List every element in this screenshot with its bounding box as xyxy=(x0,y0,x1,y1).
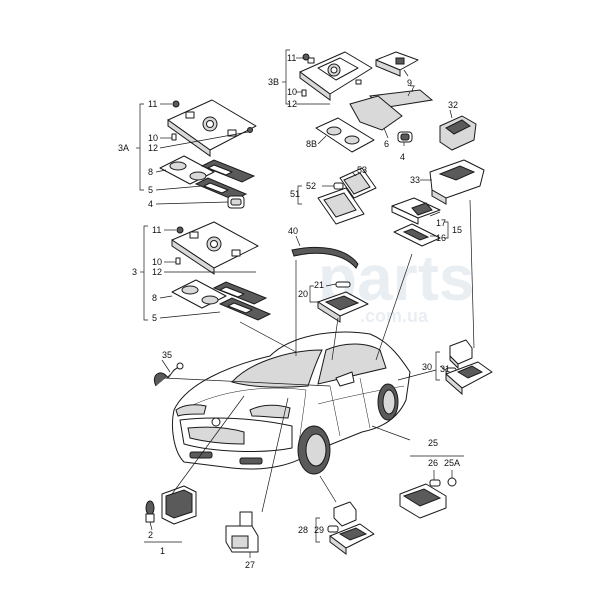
lens-8-mid[interactable] xyxy=(159,155,215,185)
callout-16: 16 xyxy=(436,233,446,243)
callout-11-mid: 11 xyxy=(148,99,157,109)
lamp-30[interactable] xyxy=(449,339,473,370)
callout-29: 29 xyxy=(314,525,324,535)
switch-6[interactable] xyxy=(397,131,413,143)
callout-35: 35 xyxy=(162,350,172,360)
callout-27: 27 xyxy=(245,560,255,570)
callout-10-mid: 10 xyxy=(148,133,158,143)
callout-11-top: 11 xyxy=(287,53,296,63)
bulb-52[interactable] xyxy=(333,182,344,190)
callout-1: 1 xyxy=(160,546,165,556)
callout-31: 31 xyxy=(440,364,450,374)
callout-11-low: 11 xyxy=(152,225,161,235)
callout-3a: 3A xyxy=(118,143,129,153)
callout-3: 3 xyxy=(132,267,137,277)
clip-10-top[interactable] xyxy=(301,89,307,97)
callout-4-mid: 4 xyxy=(148,199,153,209)
interior-light-assembly-3a[interactable] xyxy=(167,99,257,157)
trim-5-mid[interactable] xyxy=(194,159,256,201)
callout-17: 17 xyxy=(436,218,446,228)
bulb-26[interactable] xyxy=(429,479,441,487)
interior-light-assembly-3b[interactable] xyxy=(299,51,373,101)
callout-12-mid: 12 xyxy=(148,143,158,153)
callout-8-low: 8 xyxy=(152,293,157,303)
callout-8-mid: 8 xyxy=(148,167,153,177)
frame-53[interactable] xyxy=(339,167,377,199)
callout-12-top: 12 xyxy=(287,99,297,109)
callout-51: 51 xyxy=(290,189,300,199)
trim-8b[interactable] xyxy=(315,117,375,153)
bulb-25a[interactable] xyxy=(447,477,457,487)
light-unit-17[interactable] xyxy=(391,197,441,225)
leader-lines xyxy=(136,49,475,558)
control-unit-33[interactable] xyxy=(429,159,485,205)
callout-3b: 3B xyxy=(268,77,279,87)
callout-6: 6 xyxy=(384,139,389,149)
callout-15: 15 xyxy=(452,225,462,235)
screw-11-mid[interactable] xyxy=(172,100,180,108)
callout-2: 2 xyxy=(148,530,153,540)
callout-10-low: 10 xyxy=(152,257,162,267)
cover-32[interactable] xyxy=(439,115,477,151)
lens-8-low[interactable] xyxy=(171,279,227,309)
screw-11-top[interactable] xyxy=(302,53,310,61)
callout-12-low: 12 xyxy=(152,267,162,277)
callout-21: 21 xyxy=(314,280,324,290)
screw-11-low[interactable] xyxy=(176,226,184,234)
interior-light-assembly-3[interactable] xyxy=(171,221,259,275)
callout-8b: 8B xyxy=(306,139,317,149)
lamp-housing-30[interactable] xyxy=(445,361,493,396)
callout-5-mid: 5 xyxy=(148,185,153,195)
callout-33: 33 xyxy=(410,175,420,185)
bulb-21[interactable] xyxy=(335,281,351,288)
trim-5-low[interactable] xyxy=(212,281,272,321)
lamp-25[interactable] xyxy=(399,483,447,519)
switch-27[interactable] xyxy=(225,511,259,553)
lamp-housing-9[interactable] xyxy=(375,51,419,77)
cover-strip[interactable] xyxy=(349,95,403,131)
callout-10-top: 10 xyxy=(287,87,297,97)
callout-40: 40 xyxy=(288,226,298,236)
callout-25a: 25A xyxy=(444,458,460,468)
callout-26: 26 xyxy=(428,458,438,468)
bulb-2[interactable] xyxy=(145,500,155,523)
clip-10-mid[interactable] xyxy=(171,133,177,141)
switch-4-mid[interactable] xyxy=(227,195,245,209)
reading-light-51[interactable] xyxy=(317,187,365,225)
callout-52: 52 xyxy=(306,181,316,191)
lamp-1[interactable] xyxy=(161,485,197,525)
callout-7: 7 xyxy=(410,84,415,94)
car-body xyxy=(171,331,411,475)
callout-32: 32 xyxy=(448,100,458,110)
lamp-28[interactable] xyxy=(333,501,357,527)
callout-20: 20 xyxy=(298,289,308,299)
screw-12-mid[interactable] xyxy=(247,127,253,133)
light-strip-40[interactable] xyxy=(291,246,359,269)
bulb-29[interactable] xyxy=(327,525,339,533)
clip-10-low[interactable] xyxy=(175,257,181,265)
lamp-housing-28[interactable] xyxy=(329,523,375,555)
watermark-sub: .com.ua xyxy=(360,306,429,326)
callout-53: 53 xyxy=(357,165,367,175)
callout-28: 28 xyxy=(298,525,308,535)
callout-labels: 11 3B 10 12 9 7 32 6 4 8B 11 10 12 3A 8 … xyxy=(118,53,462,570)
callout-4-top: 4 xyxy=(400,152,405,162)
wire-35[interactable] xyxy=(154,362,184,387)
lamp-20[interactable] xyxy=(317,291,369,323)
lens-16[interactable] xyxy=(393,223,441,247)
callout-9: 9 xyxy=(407,78,412,88)
callout-30: 30 xyxy=(422,362,432,372)
callout-25: 25 xyxy=(428,438,438,448)
callout-5-low: 5 xyxy=(152,313,157,323)
